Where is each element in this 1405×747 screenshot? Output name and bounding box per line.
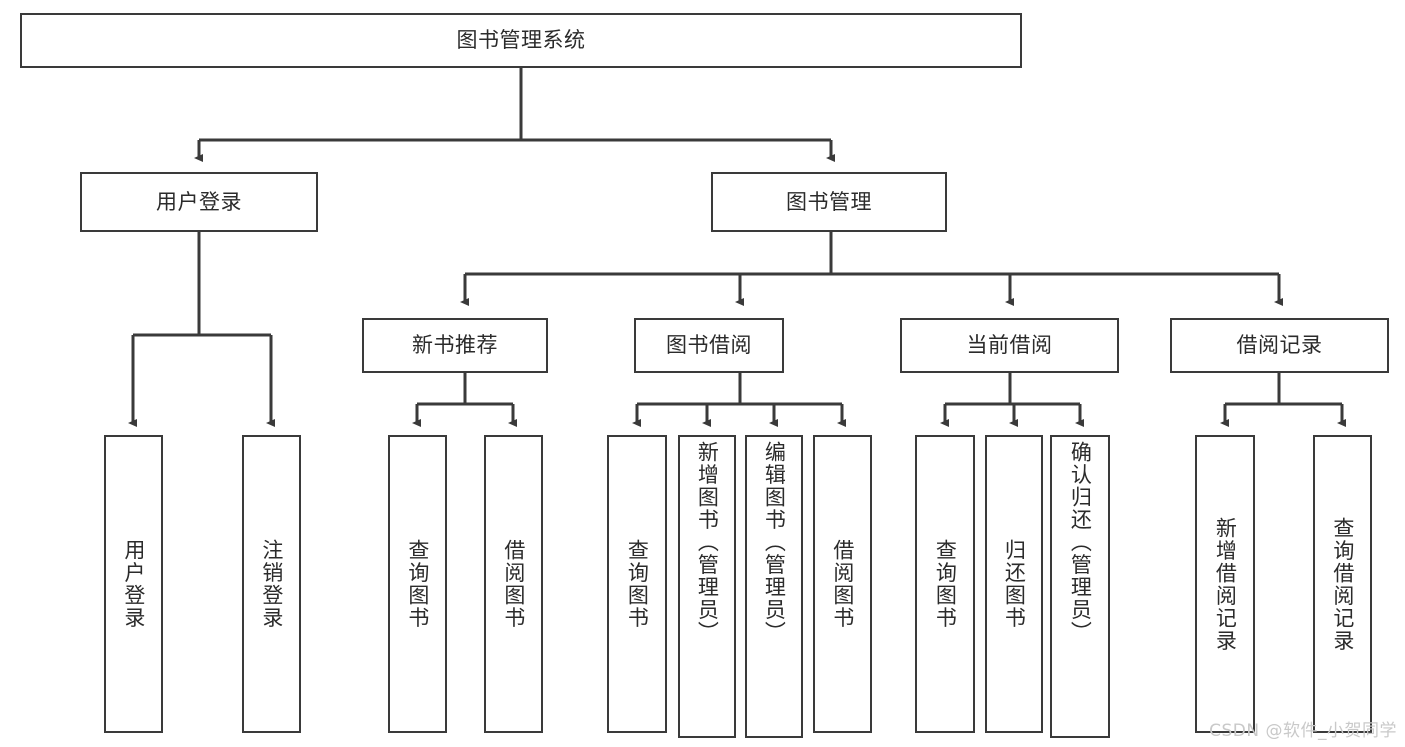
node-leaf-query-book-1-label: 查询图书 xyxy=(405,539,430,629)
node-leaf-edit-book-label: 编辑图书（管理员） xyxy=(762,441,787,644)
node-leaf-borrow-book-2[interactable]: 借阅图书 xyxy=(813,435,872,733)
watermark: CSDN @软件_小贺同学 xyxy=(1209,721,1397,741)
node-leaf-logout-label: 注销登录 xyxy=(259,539,284,629)
node-leaf-query-book-3-label: 查询图书 xyxy=(933,539,958,629)
node-leaf-edit-book[interactable]: 编辑图书（管理员） xyxy=(745,435,803,738)
node-leaf-query-record[interactable]: 查询借阅记录 xyxy=(1313,435,1372,733)
node-book-manage[interactable]: 图书管理 xyxy=(711,172,947,232)
node-leaf-query-book-1[interactable]: 查询图书 xyxy=(388,435,447,733)
node-user-login-label: 用户登录 xyxy=(156,189,242,214)
node-leaf-borrow-book-1-label: 借阅图书 xyxy=(501,539,526,629)
node-root[interactable]: 图书管理系统 xyxy=(20,13,1022,68)
node-leaf-add-record[interactable]: 新增借阅记录 xyxy=(1195,435,1255,733)
node-book-manage-label: 图书管理 xyxy=(786,189,872,214)
node-leaf-return-book-label: 归还图书 xyxy=(1002,539,1027,629)
node-leaf-borrow-book-1[interactable]: 借阅图书 xyxy=(484,435,543,733)
node-leaf-query-book-2[interactable]: 查询图书 xyxy=(607,435,667,733)
node-leaf-return-book[interactable]: 归还图书 xyxy=(985,435,1043,733)
node-leaf-query-record-label: 查询借阅记录 xyxy=(1330,516,1355,652)
node-leaf-query-book-2-label: 查询图书 xyxy=(625,539,650,629)
node-book-borrow-label: 图书借阅 xyxy=(666,333,752,358)
node-borrow-record-label: 借阅记录 xyxy=(1236,333,1323,358)
node-leaf-add-record-label: 新增借阅记录 xyxy=(1213,516,1238,652)
node-book-borrow[interactable]: 图书借阅 xyxy=(634,318,784,373)
node-leaf-add-book[interactable]: 新增图书（管理员） xyxy=(678,435,736,738)
node-user-login[interactable]: 用户登录 xyxy=(80,172,318,232)
node-current-borrow-label: 当前借阅 xyxy=(966,333,1053,358)
node-root-label: 图书管理系统 xyxy=(456,28,586,53)
node-borrow-record[interactable]: 借阅记录 xyxy=(1170,318,1389,373)
node-leaf-confirm-return[interactable]: 确认归还（管理员） xyxy=(1050,435,1110,738)
node-leaf-user-login[interactable]: 用户登录 xyxy=(104,435,163,733)
node-leaf-confirm-return-label: 确认归还（管理员） xyxy=(1068,441,1093,644)
node-new-book-rec-label: 新书推荐 xyxy=(412,333,498,358)
node-leaf-logout[interactable]: 注销登录 xyxy=(242,435,301,733)
node-current-borrow[interactable]: 当前借阅 xyxy=(900,318,1119,373)
node-leaf-add-book-label: 新增图书（管理员） xyxy=(695,441,720,644)
node-leaf-user-login-label: 用户登录 xyxy=(121,539,146,629)
node-leaf-borrow-book-2-label: 借阅图书 xyxy=(830,539,855,629)
node-new-book-rec[interactable]: 新书推荐 xyxy=(362,318,548,373)
node-leaf-query-book-3[interactable]: 查询图书 xyxy=(915,435,975,733)
